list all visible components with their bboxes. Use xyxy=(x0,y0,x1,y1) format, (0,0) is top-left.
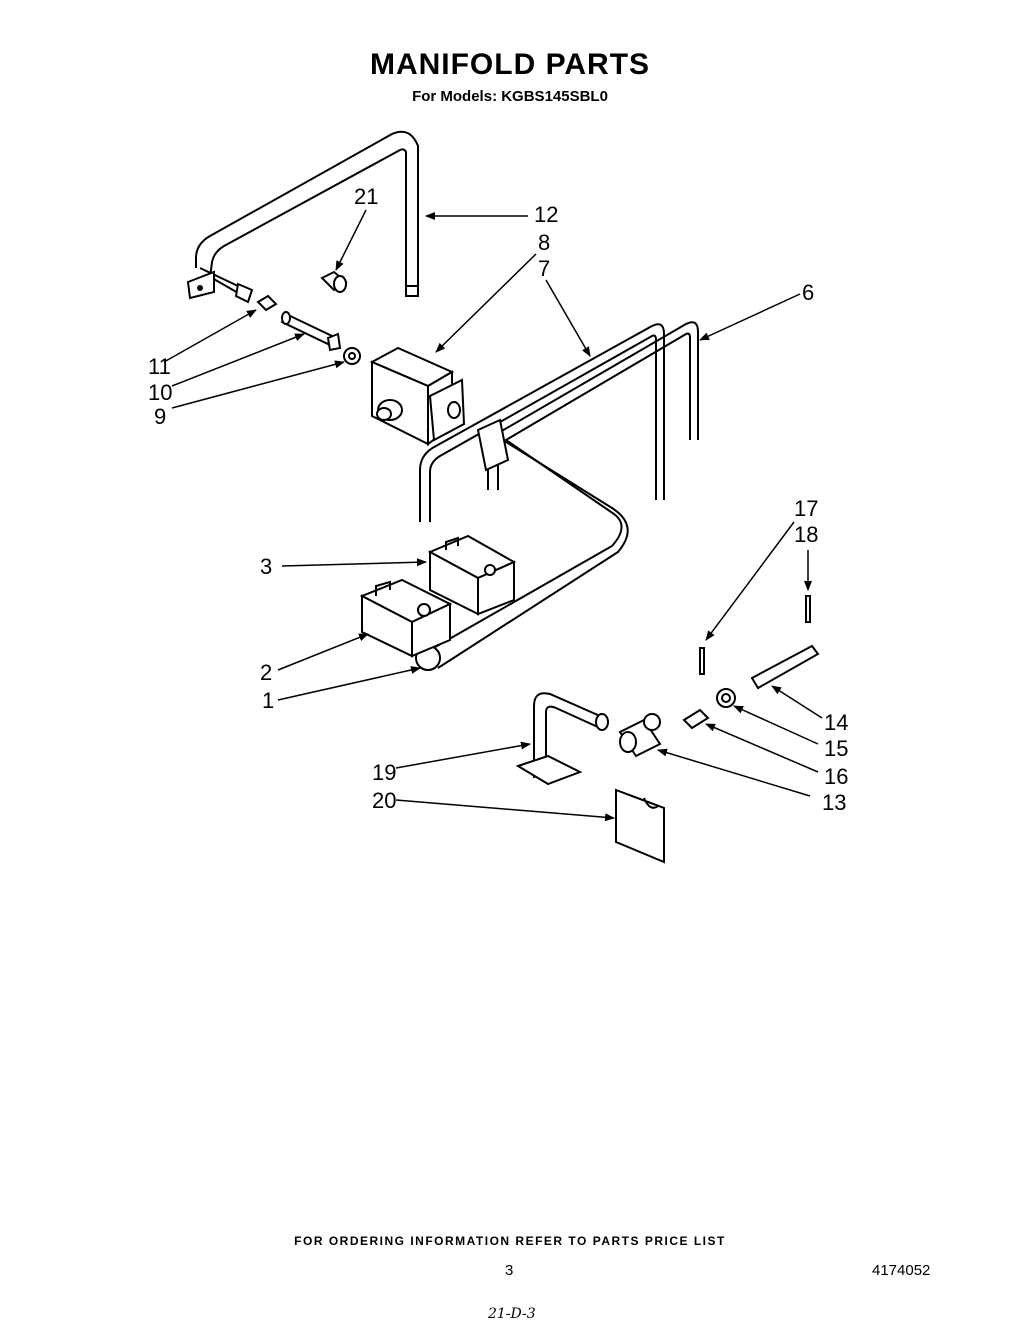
elbow-and-shield-parts-19-20 xyxy=(515,692,665,864)
callout-label: 3 xyxy=(260,554,272,579)
ordering-note: FOR ORDERING INFORMATION REFER TO PARTS … xyxy=(294,1234,726,1248)
handwritten-mark: 21-D-3 xyxy=(488,1306,536,1322)
callout-label: 21 xyxy=(354,184,378,209)
callout-label: 11 xyxy=(148,354,171,379)
document-number: 4174052 xyxy=(872,1262,931,1279)
upper-manifold-pipe xyxy=(186,130,419,304)
valves-parts-2-3 xyxy=(359,534,517,658)
callout-label: 18 xyxy=(794,522,818,547)
callout-label: 12 xyxy=(534,202,558,227)
callout-label: 16 xyxy=(824,764,848,789)
leader-lines xyxy=(163,209,823,822)
callout-label: 7 xyxy=(538,256,550,281)
model-subtitle: For Models: KGBS145SBL0 xyxy=(412,88,608,105)
callout-label: 19 xyxy=(372,760,396,785)
page-number: 3 xyxy=(505,1262,514,1279)
callout-label: 14 xyxy=(824,710,848,735)
callout-label: 13 xyxy=(822,790,846,815)
small-parts-13-18 xyxy=(618,595,820,758)
page-title: MANIFOLD PARTS xyxy=(369,48,651,81)
callout-label: 15 xyxy=(824,736,848,761)
callout-label: 8 xyxy=(538,230,550,255)
fittings-parts-9-10-11 xyxy=(256,294,361,365)
callout-label: 10 xyxy=(148,380,172,405)
valve-block-part-8 xyxy=(369,346,466,446)
callout-label: 9 xyxy=(154,404,166,429)
callout-label: 6 xyxy=(802,280,814,305)
callout-label: 2 xyxy=(260,660,272,685)
main-manifold-pipe-part-1 xyxy=(415,418,629,671)
callout-label: 1 xyxy=(262,688,274,713)
callout-label: 20 xyxy=(372,788,396,813)
callout-label: 17 xyxy=(794,496,818,521)
orifice-part-21 xyxy=(320,270,348,293)
